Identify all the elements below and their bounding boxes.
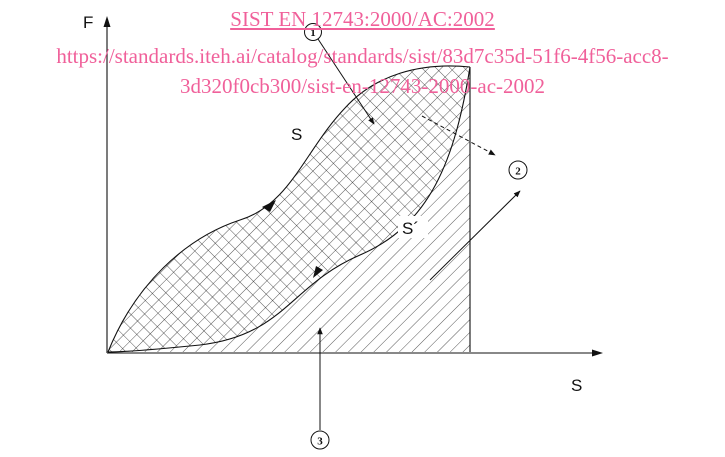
unloading-curve	[107, 66, 471, 353]
callout-2: 2	[421, 115, 528, 281]
loading-direction-arrow	[262, 200, 276, 212]
y-axis-arrowhead	[103, 16, 111, 27]
region-label-s: S	[291, 125, 302, 144]
watermark-url-line-2: 3d320f0cb300/sist-en-12743-2000-ac-2002	[0, 74, 725, 98]
region-label-s-prime-mask	[398, 216, 428, 238]
watermark-url-text-1: https://standards.iteh.ai/catalog/standa…	[56, 44, 669, 68]
callout-1-leader	[317, 38, 375, 125]
callout-3: 3	[310, 327, 330, 450]
x-axis-label: S	[571, 376, 582, 395]
loading-curve	[107, 65, 471, 353]
callout-2-number: 2	[515, 166, 521, 178]
region-label-s-prime: S´	[402, 219, 419, 238]
watermark-standard-link[interactable]: SIST EN 12743:2000/AC:2002	[0, 7, 725, 31]
x-axis-arrowhead	[592, 349, 603, 357]
callout-2-leader-lower	[429, 190, 521, 281]
watermark-url-text-2: 3d320f0cb300/sist-en-12743-2000-ac-2002	[179, 74, 546, 98]
callout-1-number: 1	[310, 27, 316, 39]
callout-3-number: 3	[317, 436, 323, 448]
watermark-title[interactable]: SIST EN 12743:2000/AC:2002	[230, 7, 495, 31]
callout-1: 1	[304, 23, 375, 125]
y-axis-label: F	[83, 13, 93, 32]
watermark-url-line-1: https://standards.iteh.ai/catalog/standa…	[0, 44, 725, 68]
unloading-direction-arrow	[313, 266, 323, 278]
